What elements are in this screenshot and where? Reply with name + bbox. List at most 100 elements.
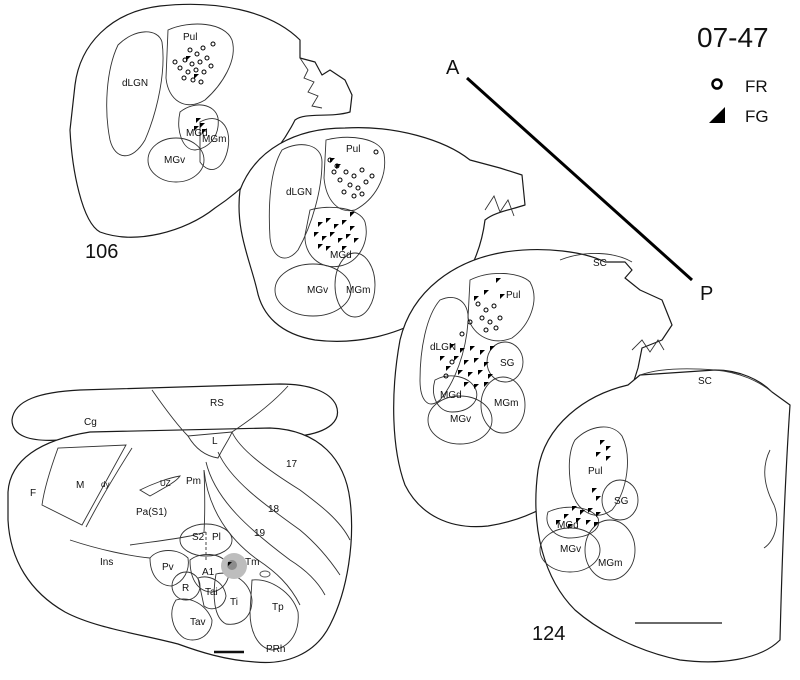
- cortex-label-cg: Cg: [84, 417, 97, 428]
- section-1-mgd-boundary: [178, 104, 219, 151]
- cortex-label-pl: Pl: [212, 532, 221, 543]
- cortex-label-l: L: [212, 436, 218, 447]
- fr-label-marker: [475, 301, 481, 307]
- fg-label-marker: [568, 524, 573, 529]
- section-3-fr-cluster: [443, 301, 503, 379]
- fg-label-marker: [454, 356, 459, 361]
- fg-label-marker: [606, 456, 611, 461]
- section-2-mgm-boundary: [334, 252, 376, 318]
- section-4-outline: [535, 369, 791, 663]
- fg-label-marker: [606, 446, 611, 451]
- section-4-fg-cluster: [556, 440, 611, 529]
- fr-label-marker: [210, 41, 216, 47]
- fg-label-marker: [458, 370, 463, 375]
- cortex-label-dy: dy: [101, 480, 109, 489]
- fr-label-marker: [190, 77, 196, 83]
- section-1-fg-cluster: [186, 56, 207, 134]
- section-1-fr-cluster: [172, 41, 216, 85]
- section-4-label-sg: SG: [614, 496, 629, 507]
- fr-label-marker: [351, 193, 357, 199]
- fg-label-marker: [322, 236, 327, 241]
- section-2-label-mgd: MGd: [330, 250, 352, 261]
- cortex-label-s2: S2: [192, 532, 205, 543]
- fg-label-marker: [470, 346, 475, 351]
- fr-label-marker: [369, 173, 375, 179]
- cortex-label-m: M: [76, 480, 84, 491]
- fr-label-marker: [497, 315, 503, 321]
- cortex-s2-pl-region: [179, 523, 233, 557]
- section-4-label-mgm: MGm: [598, 558, 622, 569]
- fg-label-marker: [342, 220, 347, 225]
- fr-label-marker: [467, 319, 473, 325]
- section-3-label-sc: SC: [593, 258, 607, 269]
- fg-label-marker: [484, 290, 489, 295]
- section-4-pul-boundary: [568, 426, 628, 516]
- section-2-fg-cluster: [314, 158, 359, 251]
- section-2-mgd-boundary: [304, 206, 367, 268]
- cortex-19-temporal-border: [203, 469, 301, 606]
- fg-label-marker: [580, 510, 585, 515]
- fg-label-marker: [474, 358, 479, 363]
- section-3-label-pul: Pul: [506, 290, 520, 301]
- fg-label-marker: [556, 520, 561, 525]
- legend: 07-47 FR FG: [697, 22, 769, 126]
- fr-label-marker: [347, 182, 353, 188]
- fr-label-marker: [331, 169, 337, 175]
- legend-label-fg: FG: [745, 107, 769, 126]
- fg-label-marker: [330, 232, 335, 237]
- fg-label-marker: [338, 238, 343, 243]
- section-3-label-dlgn: dLGN: [430, 342, 456, 353]
- fg-label-marker: [194, 126, 199, 131]
- fg-label-marker: [596, 496, 601, 501]
- cortex-tp-region: [249, 579, 299, 651]
- fg-label-marker: [596, 512, 601, 517]
- cortex-label-f: F: [30, 488, 36, 499]
- section-3-sc-boundary: [559, 252, 633, 263]
- fg-label-marker: [326, 218, 331, 223]
- fg-label-marker: [350, 226, 355, 231]
- fg-label-marker: [484, 362, 489, 367]
- fg-label-marker: [336, 164, 341, 169]
- cortex-label-tav: Tav: [190, 617, 206, 628]
- section-3-label-mgv: MGv: [450, 414, 471, 425]
- cortex-secondary-mark: [259, 570, 271, 578]
- section-2-label-mgv: MGv: [307, 285, 328, 296]
- section-4-label-mgv: MGv: [560, 544, 581, 555]
- fg-label-marker: [346, 234, 351, 239]
- cortex-injection-marker: [228, 562, 232, 566]
- fr-label-marker: [194, 51, 200, 57]
- section-1-label-mgm: MGm: [202, 134, 226, 145]
- section-3-label-mgd: MGd: [440, 390, 462, 401]
- cortex-ins-border: [69, 539, 151, 559]
- legend-label-fr: FR: [745, 77, 768, 96]
- cortex-17-18-border: [217, 451, 341, 576]
- section-number-124: 124: [532, 623, 565, 645]
- fg-label-marker: [446, 366, 451, 371]
- section-2-mgv-boundary: [274, 263, 352, 317]
- cortex-l-inner-boundary: [187, 431, 233, 459]
- section-1-pul-boundary: [165, 23, 234, 106]
- fr-label-marker: [443, 373, 449, 379]
- fg-label-marker: [586, 520, 591, 525]
- cortex-a1-region: [189, 554, 230, 593]
- fg-label-marker: [318, 222, 323, 227]
- cortex-tai-region: [197, 576, 227, 610]
- section-3-label-mgm: MGm: [494, 398, 518, 409]
- cortex-pv-region: [149, 550, 189, 587]
- cortex-label-uz: UZ: [160, 479, 171, 488]
- section-3-dlgn-boundary: [419, 297, 469, 405]
- fr-label-marker: [172, 59, 178, 65]
- section-1-mgm-boundary: [199, 118, 230, 170]
- fr-label-marker: [483, 327, 489, 333]
- section-4-sc-boundary: [639, 368, 773, 393]
- cortex-l-17-border: [231, 431, 351, 541]
- fr-label-marker: [487, 319, 493, 325]
- fr-label-marker: [363, 179, 369, 185]
- fr-label-marker: [208, 63, 214, 69]
- cortex-label-pv: Pv: [162, 562, 174, 573]
- cortex-s1-pm-border: [203, 469, 206, 533]
- section-1-label-mgv: MGv: [164, 155, 185, 166]
- fg-label-marker: [200, 123, 205, 128]
- fr-label-marker: [197, 59, 203, 65]
- fg-label-marker: [480, 350, 485, 355]
